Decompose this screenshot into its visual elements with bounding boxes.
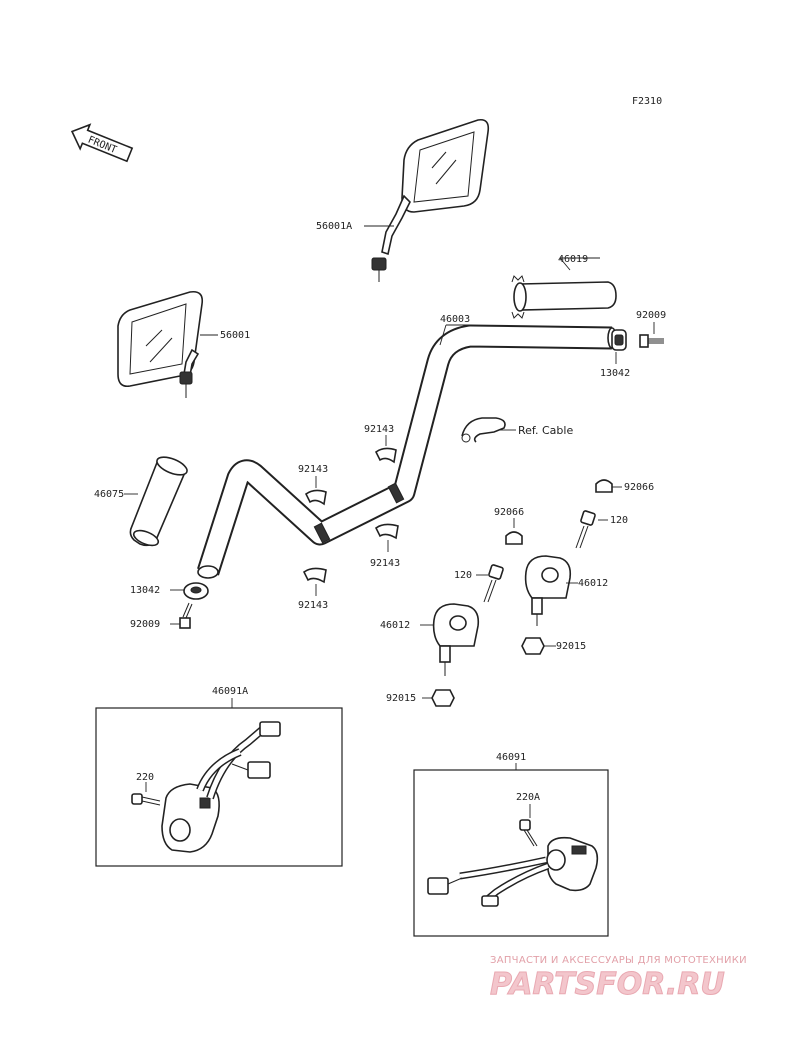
label-92015-a: 92015 bbox=[556, 641, 586, 652]
switch-box-left bbox=[95, 707, 343, 867]
label-46091A: 46091A bbox=[212, 686, 248, 697]
watermark-site: PARTSFOR.RU bbox=[490, 967, 725, 1002]
shim-a bbox=[374, 447, 397, 464]
screw-220 bbox=[131, 793, 161, 806]
throttle-grip bbox=[511, 275, 617, 319]
front-arrow-icon: FRONT bbox=[70, 123, 134, 163]
bolt-120-a bbox=[575, 510, 596, 549]
cap-a bbox=[595, 479, 613, 493]
label-92009-left: 92009 bbox=[130, 619, 160, 630]
watermark-tagline: ЗАПЧАСТИ И АКСЕССУАРЫ ДЛЯ МОТОТЕХНИКИ bbox=[490, 955, 747, 966]
cable-clamp bbox=[461, 417, 506, 443]
bolt-right bbox=[639, 334, 664, 348]
label-92143-c: 92143 bbox=[370, 558, 400, 569]
switch-housing-left bbox=[161, 721, 281, 853]
ref-cable-label: Ref. Cable bbox=[518, 424, 573, 437]
bar-end-weight-right bbox=[611, 329, 627, 351]
label-120-b: 120 bbox=[454, 570, 472, 581]
label-92143-d: 92143 bbox=[298, 600, 328, 611]
nut-b bbox=[431, 689, 455, 707]
bolt-left bbox=[179, 602, 193, 629]
label-92143-b: 92143 bbox=[298, 464, 328, 475]
switch-housing-right bbox=[427, 836, 599, 907]
label-92066-b: 92066 bbox=[494, 507, 524, 518]
screw-220A bbox=[519, 819, 538, 847]
label-13042-right: 13042 bbox=[600, 368, 630, 379]
handlebar bbox=[197, 324, 617, 579]
shim-c bbox=[374, 523, 399, 540]
label-46091: 46091 bbox=[496, 752, 526, 763]
label-13042-left: 13042 bbox=[130, 585, 160, 596]
label-220A: 220A bbox=[516, 792, 540, 803]
figure-code: F2310 bbox=[632, 96, 662, 107]
label-92066-a: 92066 bbox=[624, 482, 654, 493]
label-92015-b: 92015 bbox=[386, 693, 416, 704]
cap-b bbox=[505, 531, 523, 545]
label-56001A: 56001A bbox=[316, 221, 352, 232]
mirror-right bbox=[371, 118, 490, 282]
mirror-left bbox=[117, 290, 204, 398]
label-220: 220 bbox=[136, 772, 154, 783]
bar-end-weight-left bbox=[183, 582, 209, 600]
left-grip bbox=[129, 456, 188, 547]
holder-b bbox=[432, 603, 480, 676]
bolt-120-b bbox=[483, 564, 504, 603]
label-120-a: 120 bbox=[610, 515, 628, 526]
label-46075: 46075 bbox=[94, 489, 124, 500]
label-92009-right: 92009 bbox=[636, 310, 666, 321]
nut-a bbox=[521, 637, 545, 655]
holder-a bbox=[524, 555, 572, 626]
label-46003: 46003 bbox=[440, 314, 470, 325]
label-46019: 46019 bbox=[558, 254, 588, 265]
label-92143-a: 92143 bbox=[364, 424, 394, 435]
label-46012-a: 46012 bbox=[578, 578, 608, 589]
label-46012-b: 46012 bbox=[380, 620, 410, 631]
shim-d bbox=[302, 567, 327, 584]
label-56001: 56001 bbox=[220, 330, 250, 341]
shim-b bbox=[304, 489, 327, 506]
switch-box-right bbox=[413, 769, 609, 937]
